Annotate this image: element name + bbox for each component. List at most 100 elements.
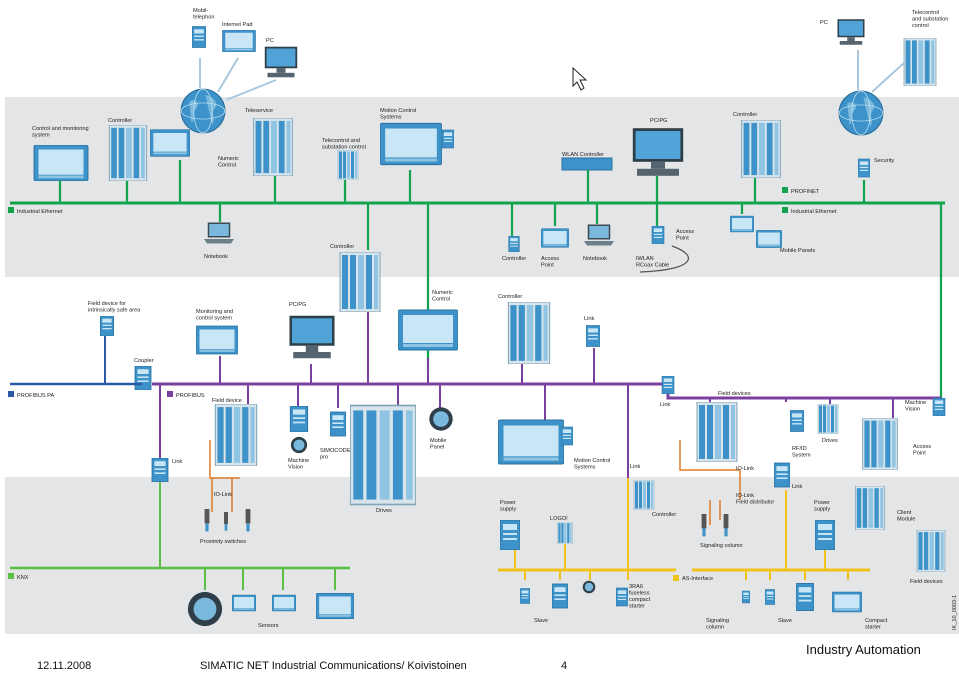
label-as-interface: AS-Interface: [682, 576, 713, 582]
knx-sensor-3: [272, 594, 296, 612]
label-drives: Drives: [376, 508, 392, 514]
label-link-right: Link: [792, 484, 802, 490]
motion-control-systems: [498, 419, 564, 465]
link-profibus-lower: [151, 458, 169, 482]
security-module: [858, 158, 870, 178]
network-topology-diagram: Mobil-telephon Internet Pad PC PC Teleco…: [5, 8, 959, 634]
label-controller-profibus: Controller: [330, 244, 354, 250]
label-field-device: Field device: [212, 398, 242, 404]
rfid-system: [790, 409, 804, 433]
monitoring-panel: [196, 325, 238, 355]
field-devices-right: [916, 530, 946, 572]
motion-control-drive-box: [561, 425, 573, 447]
label-proximity-switches: Proximity switches: [200, 539, 246, 545]
footer-brand: Industry Automation: [806, 642, 921, 657]
numeric-control-panel: [398, 309, 458, 351]
link-right: [774, 462, 790, 488]
machine-vision-camera-right: [932, 398, 946, 416]
teleservice-panel: [150, 129, 190, 157]
power-supply-left: [500, 520, 520, 550]
footer-page: 4: [561, 660, 568, 672]
label-controller-small: Controller: [502, 256, 526, 262]
access-point-round: [541, 228, 569, 248]
simocode-device: [330, 411, 346, 437]
label-pc-pg-profibus: PC/PG: [289, 302, 306, 308]
profibus-pa-legend-square: [8, 391, 14, 397]
slave-devices-left: [520, 587, 530, 605]
motion-control-panel: [380, 122, 442, 166]
label-field-devices: Field devices: [718, 391, 751, 397]
field-device-profibus: [214, 404, 258, 466]
profibus-band: [5, 279, 959, 475]
label-logo: LOGO!: [550, 516, 568, 522]
label-profinet: PROFINET: [791, 189, 820, 195]
label-notebook-left: Notebook: [204, 254, 228, 260]
label-notebook-right: Notebook: [583, 256, 607, 262]
mobile-panel-round: [429, 407, 453, 431]
controller-ethernet: [108, 125, 148, 181]
internet-globe-left: [180, 88, 226, 134]
knx-sensor-2: [232, 594, 256, 612]
label-internet-pad: Internet Pad: [222, 22, 252, 28]
compact-starter-right: [832, 591, 862, 613]
emergency-stop-icon: [582, 580, 596, 594]
ethernet-legend-square: [8, 207, 14, 213]
logo-module: [557, 522, 573, 544]
motion-control-drive: [442, 128, 454, 150]
knx-sensor-round: [187, 591, 223, 627]
controller-ethernet-right: [740, 120, 782, 178]
ethernet-band: [5, 97, 959, 277]
machine-vision-device: [289, 406, 309, 432]
link-near-field-devices: [661, 376, 675, 394]
coupler-device: [134, 366, 152, 390]
slave-right: [765, 588, 775, 606]
profibus-legend-square: [167, 391, 173, 397]
compact-starter-3ra6: [616, 587, 628, 607]
label-slave-left: Slave: [534, 618, 548, 624]
drives-right: [817, 404, 839, 434]
label-teleservice: Teleservice: [245, 108, 273, 114]
mobile-panel-1: [730, 215, 754, 233]
slave-box-left: [552, 583, 568, 609]
label-security: Security: [874, 158, 894, 164]
link-wireless: [586, 325, 600, 347]
footer-date: 12.11.2008: [37, 660, 92, 672]
field-devices-group: [695, 402, 739, 462]
power-supply-right: [815, 520, 835, 550]
controller-small: [508, 236, 520, 252]
pc-icon-right: [837, 19, 865, 45]
mobile-phone-icon: [192, 26, 206, 48]
label-profibus: PROFIBUS: [176, 393, 205, 399]
pc-icon-top: [264, 46, 298, 78]
label-io-link-right: IO-Link: [736, 466, 754, 472]
label-link-lower: Link: [172, 459, 182, 465]
controller-profibus: [339, 252, 381, 312]
notebook-left: [204, 222, 234, 244]
label-wlan-controller: WLAN Controller: [562, 152, 604, 158]
label-coupler: Coupler: [134, 358, 154, 364]
notebook-right: [584, 224, 614, 246]
label-industrial-ethernet-right: Industrial Ethernet: [791, 209, 837, 215]
internet-globe-right: [838, 90, 884, 136]
label-drives-right: Drives: [822, 438, 838, 444]
telecontrol-unit: [337, 150, 359, 180]
label-figure-code: IK_10_0003-1: [952, 595, 958, 630]
asi-legend-square: [673, 575, 679, 581]
label-knx: KNX: [17, 575, 29, 581]
label-mobile-telephone: Mobil-telephon: [193, 8, 214, 21]
